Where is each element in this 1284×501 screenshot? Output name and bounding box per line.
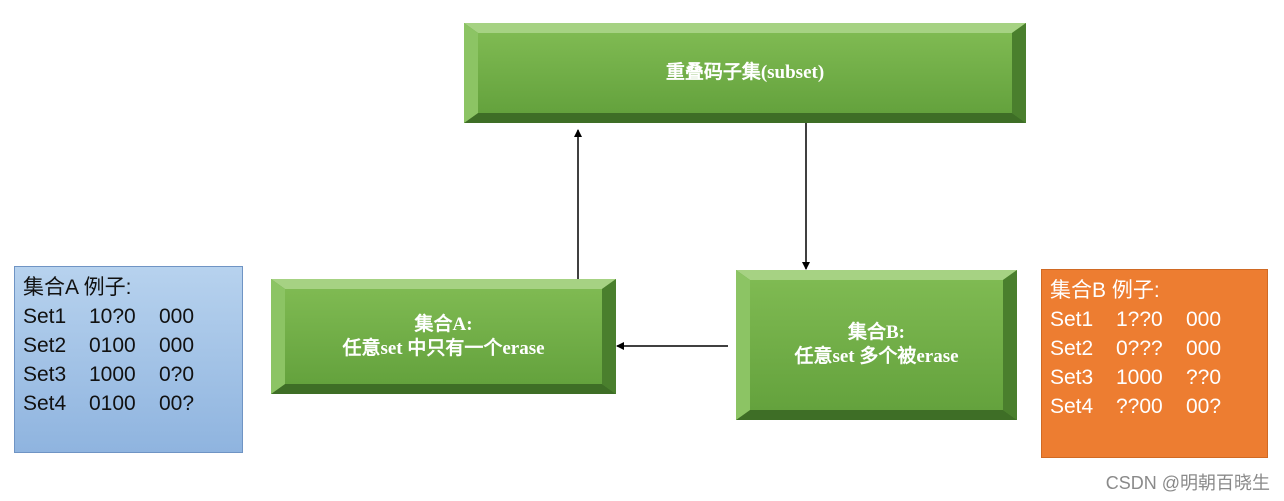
set-b-node-description: 任意set 多个被erase: [794, 346, 959, 367]
set-bits-1: 1000: [1116, 366, 1163, 389]
subset-node: 重叠码子集(subset): [464, 23, 1026, 123]
set-bits-1: 1??0: [1116, 308, 1163, 331]
set-a-example-row: Set3 1000 0?0: [23, 360, 234, 389]
set-bits-2: 00?: [159, 392, 195, 415]
set-a-example-row: Set2 0100 000: [23, 331, 234, 360]
set-bits-1: ??00: [1116, 395, 1163, 418]
set-bits-2: 000: [1186, 308, 1222, 331]
set-name: Set4: [1050, 395, 1094, 418]
set-bits-1: 0100: [89, 392, 136, 415]
set-b-example-title: 集合B 例子:: [1050, 279, 1160, 302]
set-bits-1: 0100: [89, 334, 136, 357]
set-bits-2: 000: [1186, 337, 1222, 360]
set-b-example-row: Set3 1000 ??0: [1050, 363, 1259, 392]
set-a-example-panel: 集合A 例子: Set1 10?0 000 Set2 0100 000 Set3…: [14, 266, 243, 453]
set-b-example-panel: 集合B 例子: Set1 1??0 000 Set2 0??? 000 Set3…: [1041, 269, 1268, 458]
set-bits-2: ??0: [1186, 366, 1222, 389]
set-bits-1: 10?0: [89, 305, 136, 328]
set-b-example-row: Set2 0??? 000: [1050, 334, 1259, 363]
set-a-example-title: 集合A 例子:: [23, 276, 132, 299]
watermark: CSDN @明朝百晓生: [1105, 473, 1270, 493]
set-b-node-title: 集合B:: [847, 322, 905, 344]
set-name: Set3: [23, 363, 67, 386]
set-name: Set2: [23, 334, 67, 357]
set-bits-2: 000: [159, 305, 195, 328]
set-a-node-title: 集合A:: [414, 313, 473, 335]
set-bits-2: 0?0: [159, 363, 195, 386]
set-bits-2: 00?: [1186, 395, 1222, 418]
set-name: Set4: [23, 392, 67, 415]
set-bits-1: 1000: [89, 363, 136, 386]
set-b-example-row: Set4 ??00 00?: [1050, 392, 1259, 421]
set-bits-2: 000: [159, 334, 195, 357]
set-name: Set1: [23, 305, 67, 328]
set-name: Set2: [1050, 337, 1094, 360]
set-a-node-description: 任意set 中只有一个erase: [342, 337, 545, 359]
set-name: Set1: [1050, 308, 1094, 331]
set-a-node: 集合A: 任意set 中只有一个erase: [271, 279, 616, 394]
set-a-example-row: Set1 10?0 000: [23, 302, 234, 331]
set-name: Set3: [1050, 366, 1094, 389]
set-bits-1: 0???: [1116, 337, 1163, 360]
subset-node-label: 重叠码子集(subset): [665, 62, 825, 84]
set-b-example-row: Set1 1??0 000: [1050, 305, 1259, 334]
set-a-example-row: Set4 0100 00?: [23, 389, 234, 418]
set-b-node: 集合B: 任意set 多个被erase: [736, 270, 1017, 420]
